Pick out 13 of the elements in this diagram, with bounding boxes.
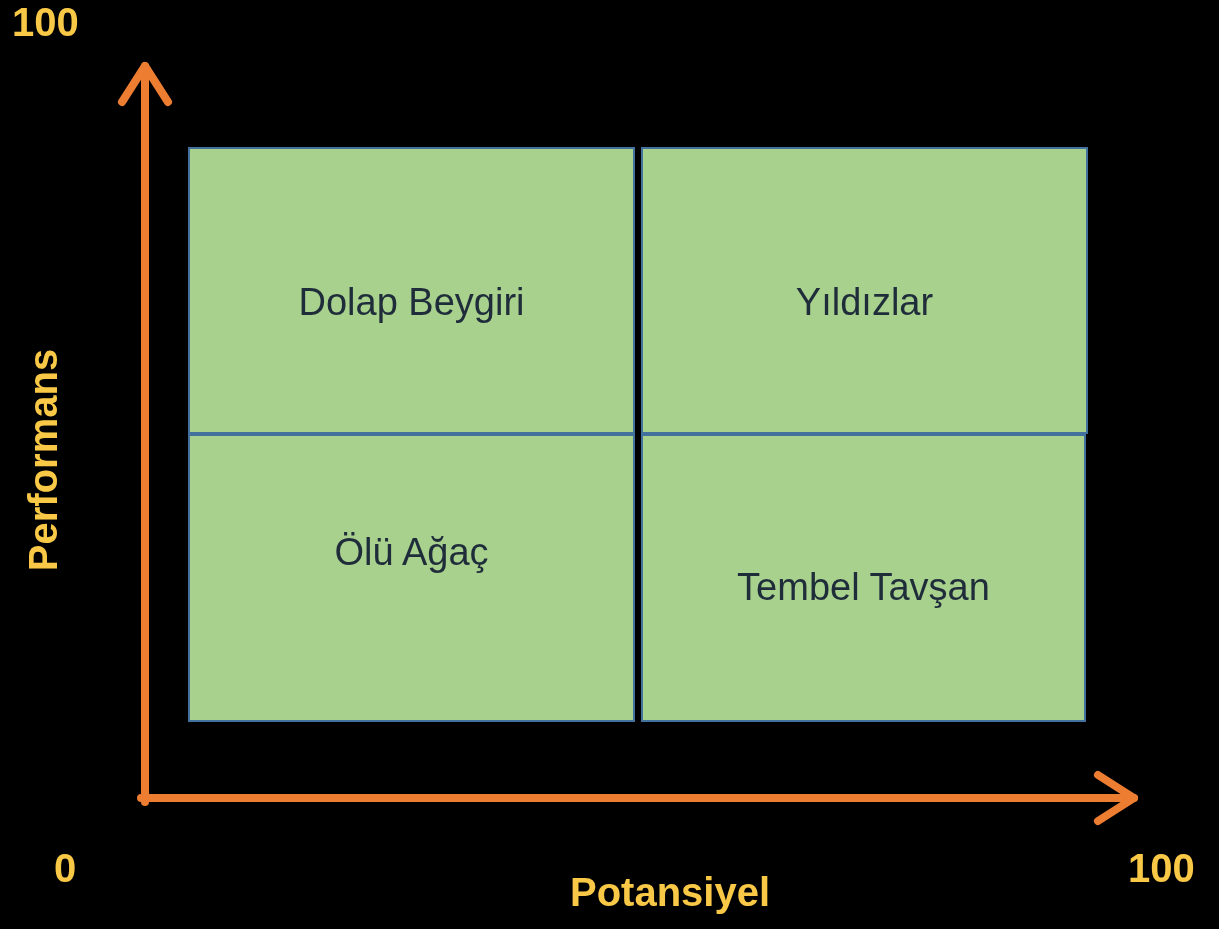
quadrant-box <box>641 147 1088 434</box>
quadrant-label: Ölü Ağaç <box>334 530 489 575</box>
quadrant-box <box>188 434 635 722</box>
axis-value: 100 <box>12 2 79 42</box>
quadrant-box <box>188 147 635 434</box>
quadrant-label: Dolap Beygiri <box>298 280 525 325</box>
quadrant-box <box>641 434 1086 722</box>
quadrant-label: Yıldızlar <box>795 280 934 325</box>
quadrant-label: Tembel Tavşan <box>737 565 990 610</box>
axis-title: Performans <box>23 347 63 574</box>
axis-value: 100 <box>1128 848 1195 888</box>
axis-value: 0 <box>54 848 77 888</box>
axis-title: Potansiyel <box>568 872 772 912</box>
